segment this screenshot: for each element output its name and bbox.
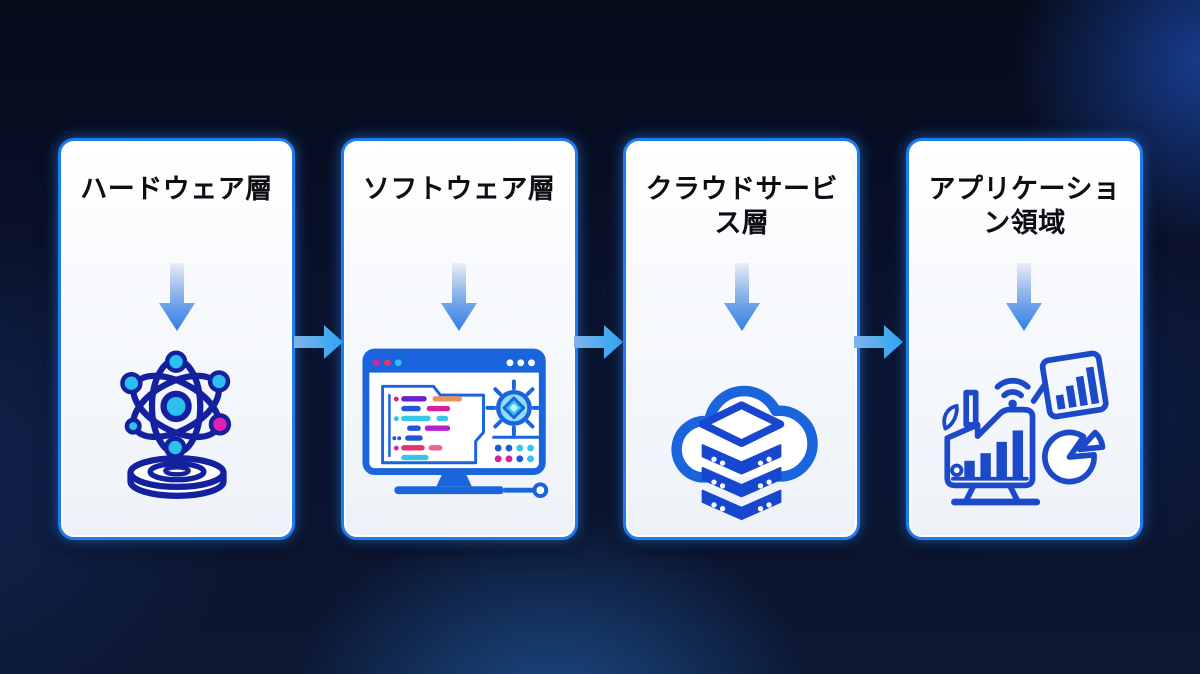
card-application-domain: アプリケーショ ン領域 [905,138,1143,540]
card-hardware-layer: ハードウェア層 [58,138,295,540]
flow-arrow-icon [294,325,343,359]
card-title-application: アプリケーショ ン領域 [928,174,1121,238]
flow-arrow-icon [854,325,903,359]
card-title-hardware: ハードウェア層 [80,174,273,204]
down-arrow-icon [1006,263,1043,331]
down-arrow-icon [441,263,478,331]
flow-arrow-icon [574,325,623,359]
atom-icon [101,347,253,507]
cloud-server-icon [654,353,830,522]
down-arrow-icon [158,263,195,331]
layer-cards-row: ハードウェア層 [58,138,1143,540]
card-title-cloud: クラウドサービ ス層 [645,174,839,238]
code-editor-icon [361,347,557,506]
card-title-software: ソフトウェア層 [362,174,556,204]
down-arrow-icon [723,263,760,331]
card-software-layer: ソフトウェア層 [340,138,578,540]
card-cloud-services-layer: クラウドサービ ス層 [623,138,861,540]
analytics-icon [934,347,1114,513]
